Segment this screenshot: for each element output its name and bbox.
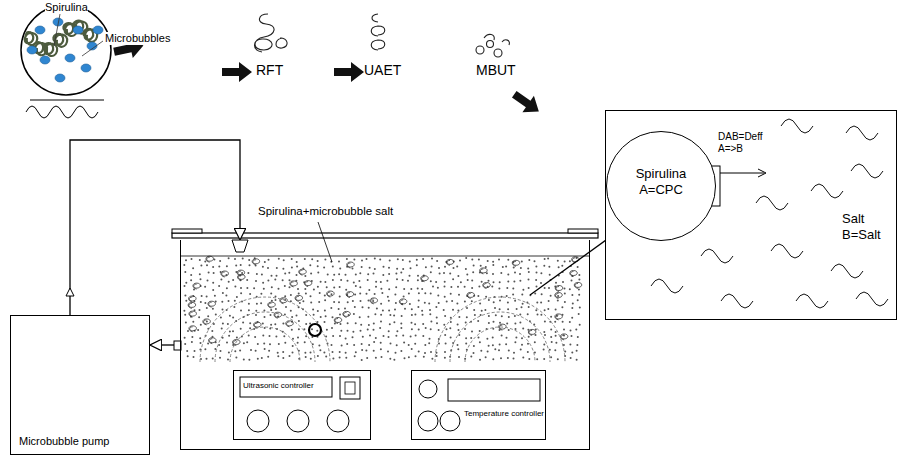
pump-box: Microbubble pump	[10, 315, 150, 455]
pump-label: Microbubble pump	[19, 435, 110, 448]
tank-box: Spirulina+microbubble saltUltrasonic con…	[180, 240, 590, 450]
spirulina-circle: Spirulina A=CPC	[606, 131, 716, 241]
zoom-box: DAB=Deff A=>B Salt B=Salt Spirulina A=CPC	[605, 110, 897, 320]
circle-label: Spirulina A=CPC	[621, 166, 701, 197]
callout-label: Spirulina	[45, 1, 88, 14]
pipe-connector	[150, 344, 174, 345]
step-label: UAET	[364, 62, 401, 79]
panel-drawing	[412, 371, 545, 439]
panel-label: Ultrasonic controller	[243, 381, 331, 391]
spirulina-icon	[255, 14, 510, 57]
diffusion-label: DAB=Deff A=>B	[718, 131, 774, 155]
step-label: RFT	[256, 62, 283, 79]
step-label: MBUT	[476, 62, 516, 79]
ultrasonic-controller: Ultrasonic controller	[233, 370, 371, 440]
callout-label: Microbubbles	[105, 32, 170, 45]
temperature-controller: Temperature controller	[411, 370, 546, 440]
pipe-connector	[70, 140, 240, 315]
magnified-view	[21, 5, 111, 118]
panel-label: Temperature controller	[464, 409, 544, 419]
flow-arrow	[66, 288, 74, 296]
tank-label: Spirulina+microbubble salt	[256, 205, 395, 219]
process-arrow	[112, 36, 545, 120]
salt-label: Salt B=Salt	[842, 211, 892, 242]
